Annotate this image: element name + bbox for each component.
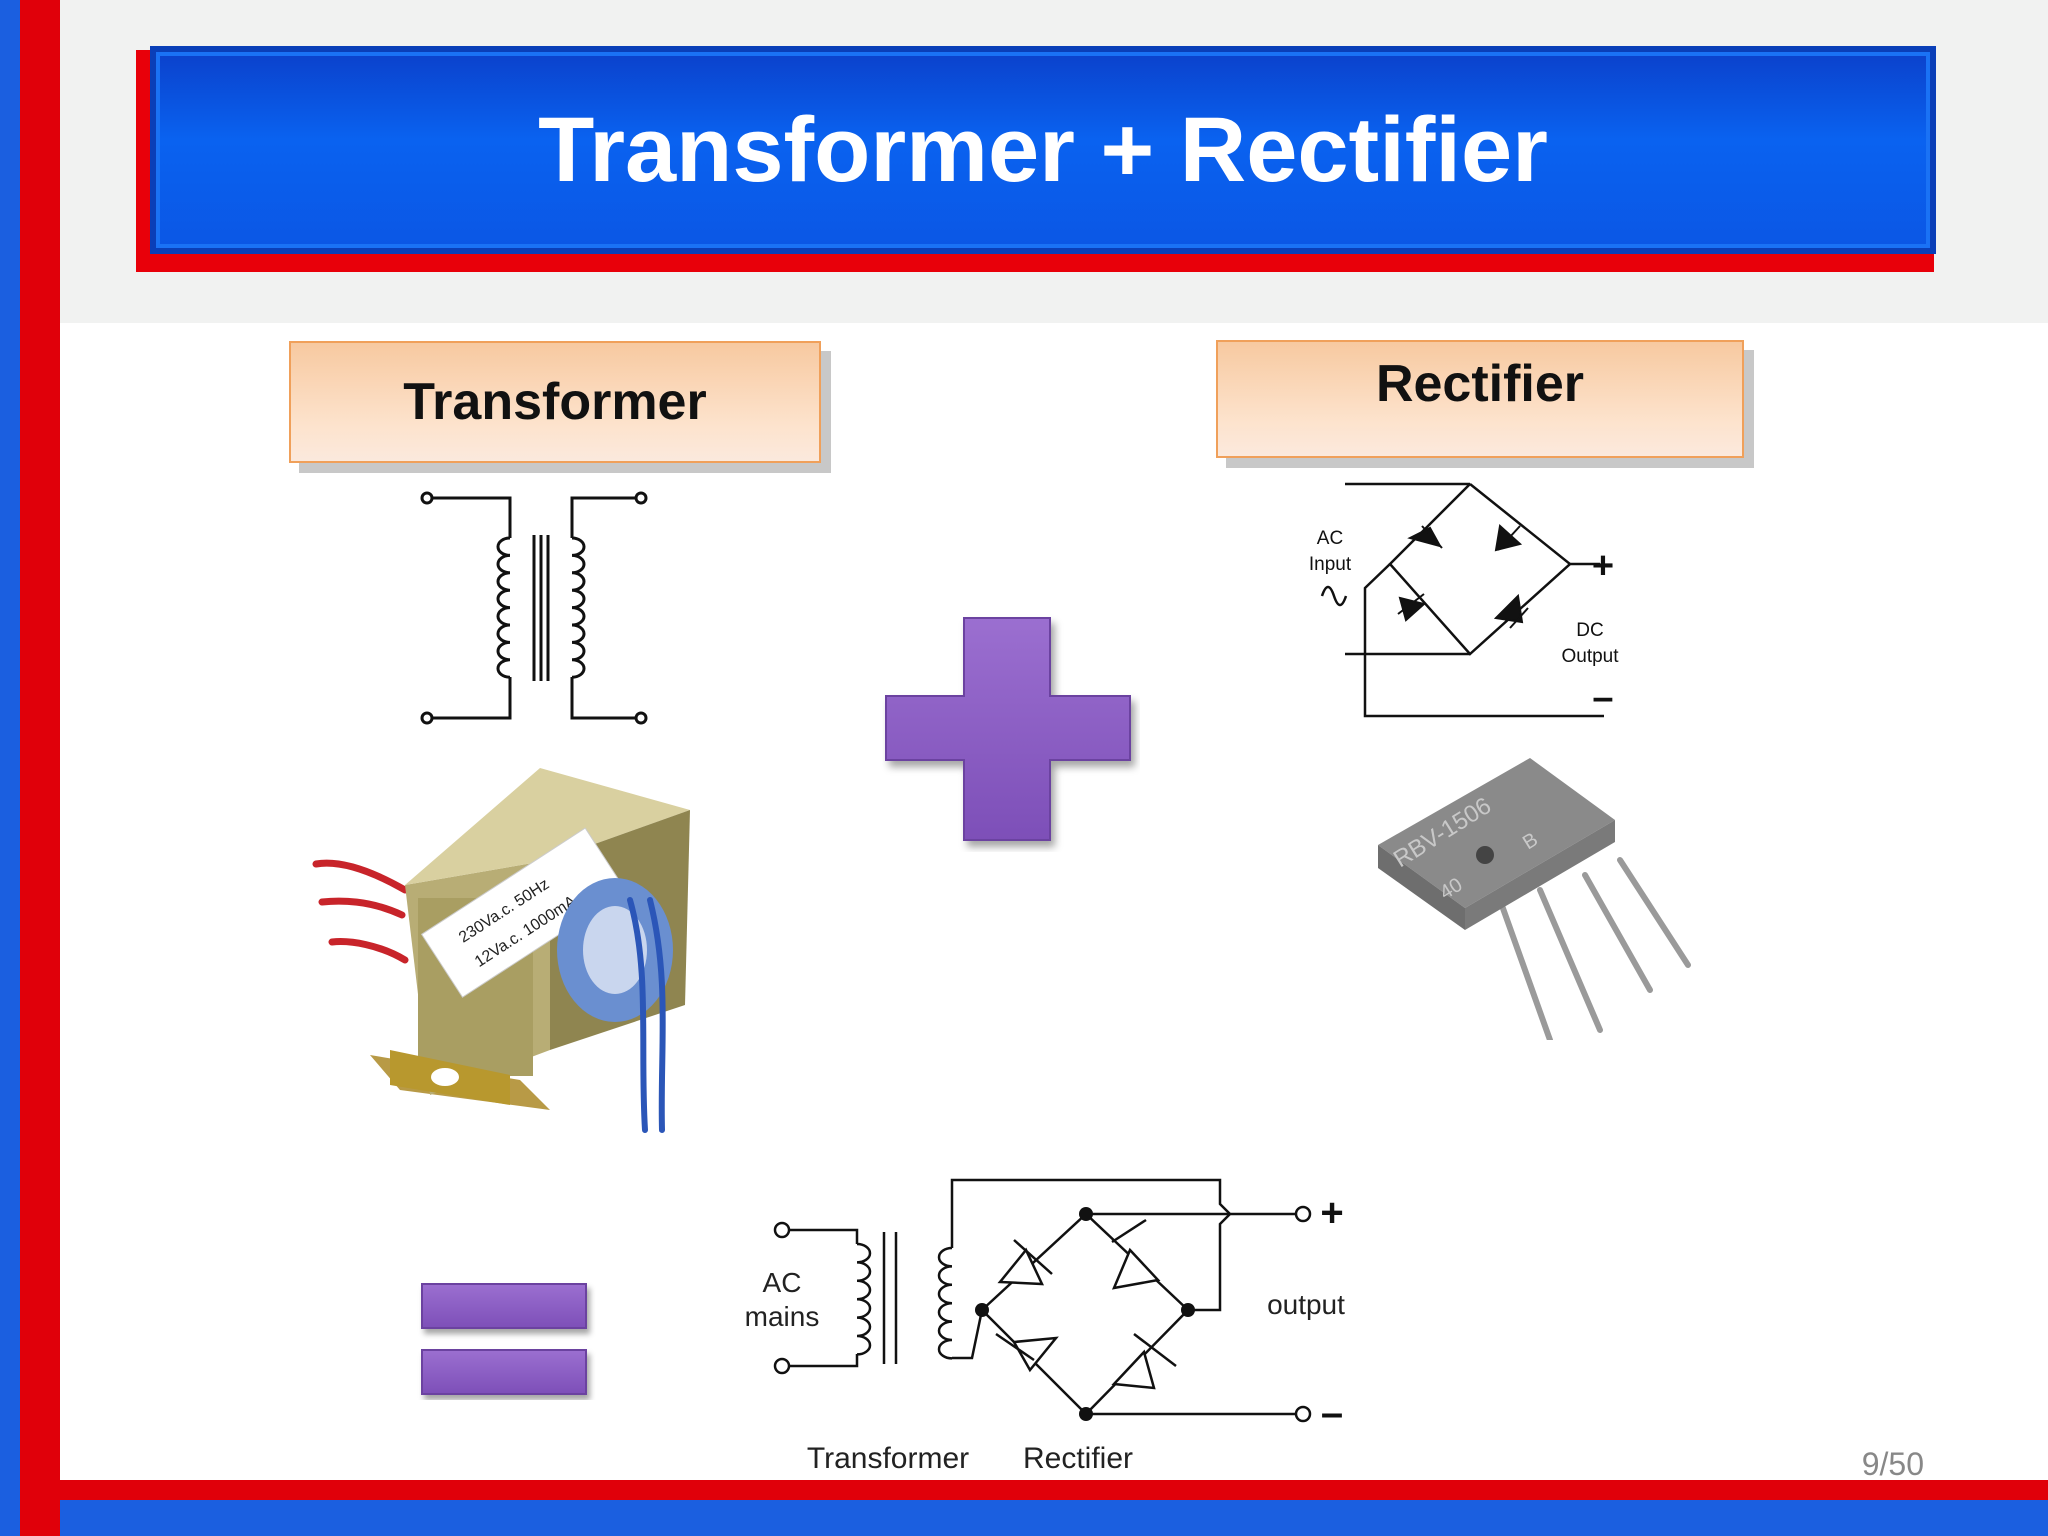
rectifier-label: Rectifier bbox=[1216, 340, 1744, 458]
transformer-photo: 230Va.c. 50Hz 12Va.c. 1000mA bbox=[312, 768, 690, 1133]
combined-circuit-diagram: AC mains output + – Transformer Rectifie… bbox=[745, 1178, 1345, 1475]
page-number: 9/50 bbox=[1861, 1446, 1924, 1482]
dc-output-label-2: Output bbox=[1561, 646, 1619, 667]
ac-mains-label-1: AC bbox=[763, 1267, 802, 1298]
bottom-red-stripe bbox=[60, 1480, 2048, 1500]
title-banner bbox=[150, 46, 1936, 254]
equals-symbol bbox=[421, 1283, 587, 1395]
left-blue-stripe bbox=[0, 0, 20, 1536]
bridge-rectifier-diagram: AC Input DC Output + – bbox=[1309, 482, 1619, 719]
transformer-symbol bbox=[420, 491, 648, 725]
dc-output-label-1: DC bbox=[1576, 620, 1603, 641]
output-positive: + bbox=[1320, 1191, 1343, 1235]
transformer-label: Transformer bbox=[289, 341, 821, 463]
ac-input-label-1: AC bbox=[1317, 528, 1343, 549]
positive-terminal: + bbox=[1592, 545, 1614, 587]
left-red-stripe bbox=[20, 0, 60, 1536]
ac-input-label-2: Input bbox=[1309, 554, 1352, 575]
slide-title: Transformer + Rectifier bbox=[538, 98, 1548, 201]
ac-mains-label-2: mains bbox=[745, 1301, 820, 1332]
bottom-blue-stripe bbox=[60, 1500, 2048, 1536]
output-label: output bbox=[1267, 1289, 1345, 1320]
plus-symbol bbox=[885, 617, 1131, 841]
negative-terminal: – bbox=[1592, 677, 1613, 719]
caption-transformer: Transformer bbox=[807, 1442, 969, 1475]
bridge-rectifier-photo: RBV-1506 40 B bbox=[1378, 758, 1691, 1040]
output-negative: – bbox=[1321, 1391, 1343, 1435]
caption-rectifier: Rectifier bbox=[1023, 1442, 1133, 1475]
